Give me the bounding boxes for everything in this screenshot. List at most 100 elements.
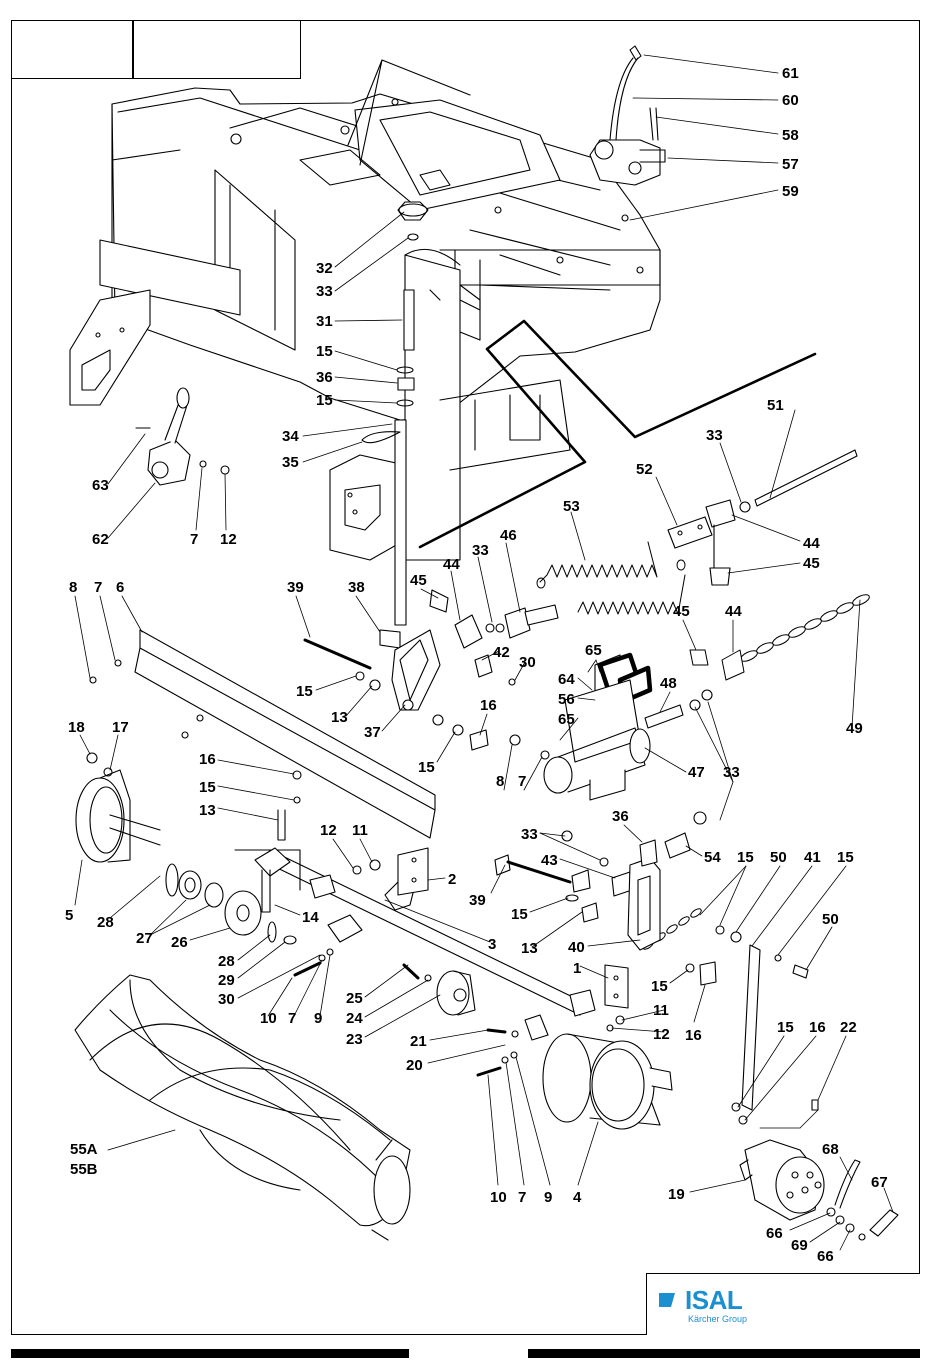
part-label: 19 (668, 1186, 685, 1203)
part-label: 50 (770, 849, 787, 866)
part-label: 51 (767, 397, 784, 414)
part-label: 12 (653, 1026, 670, 1043)
part-label: 64 (558, 671, 575, 688)
part-label: 6 (116, 579, 125, 596)
part-label: 54 (704, 849, 721, 866)
part-label: 15 (199, 779, 216, 796)
part-label: 7 (518, 1189, 527, 1206)
part-label: 15 (296, 683, 313, 700)
part-label: 15 (651, 978, 668, 995)
part-label: 26 (171, 934, 188, 951)
part-label: 15 (777, 1019, 794, 1036)
part-label: 65 (558, 711, 575, 728)
part-label: 17 (112, 719, 129, 736)
part-label: 40 (568, 939, 585, 956)
part-label: 36 (612, 808, 629, 825)
part-label: 4 (573, 1189, 582, 1206)
isal-logo: ISAL Kärcher Group (646, 1273, 920, 1335)
part-label: 16 (685, 1027, 702, 1044)
chain-49 (642, 594, 870, 950)
housing-5 (75, 752, 297, 945)
part-label: 23 (346, 1031, 363, 1048)
part-label: 56 (558, 691, 575, 708)
vertical-rod (361, 289, 415, 649)
part-label: 13 (521, 940, 538, 957)
part-label: 12 (320, 822, 337, 839)
drum-4 (542, 1033, 673, 1130)
part-label: 14 (302, 909, 319, 926)
part-label: 37 (364, 724, 381, 741)
part-label: 8 (69, 579, 78, 596)
part-label: 11 (352, 822, 368, 839)
part-label: 7 (94, 579, 103, 596)
part-label: 58 (782, 127, 799, 144)
footer-bar-right (528, 1349, 920, 1358)
leader-lines (74, 54, 894, 1251)
part-label: 9 (314, 1010, 323, 1027)
motor-19 (739, 1099, 899, 1241)
part-label: 8 (496, 773, 505, 790)
part-label: 7 (518, 773, 527, 790)
part-label: 18 (68, 719, 85, 736)
part-label: 28 (97, 914, 114, 931)
linkage-middle (429, 589, 559, 686)
part-label: 60 (782, 92, 799, 109)
bolts-middle (494, 811, 809, 1125)
part-label: 7 (190, 531, 199, 548)
bracket-6 (89, 629, 436, 839)
part-label: 20 (406, 1057, 423, 1074)
logo-brand: ISAL (685, 1285, 743, 1315)
part-label: 43 (541, 852, 558, 869)
part-label: 65 (585, 642, 602, 659)
part-label: 38 (348, 579, 365, 596)
part-label: 55A (70, 1141, 98, 1158)
part-label: 25 (346, 990, 363, 1007)
part-label: 39 (287, 579, 304, 596)
part-label: 3 (488, 936, 497, 953)
linkage-right (667, 449, 858, 586)
part-label: 11 (653, 1002, 669, 1019)
part-label: 15 (511, 906, 528, 923)
part-label: 55B (70, 1161, 98, 1178)
part-label: 47 (688, 764, 705, 781)
part-label: 39 (469, 892, 486, 909)
part-label: 12 (220, 531, 237, 548)
part-label: 16 (809, 1019, 826, 1036)
part-label: 15 (418, 759, 435, 776)
springs-53 (536, 541, 686, 615)
hydraulic-block (509, 652, 713, 801)
part-label: 22 (840, 1019, 857, 1036)
part-label: 66 (817, 1248, 834, 1265)
part-label: 45 (410, 572, 427, 589)
part-label: 15 (316, 392, 333, 409)
part-label: 49 (846, 720, 863, 737)
auger-55 (74, 974, 411, 1241)
part-label: 13 (331, 709, 348, 726)
part-label: 52 (636, 461, 653, 478)
part-label: 15 (737, 849, 754, 866)
part-label: 10 (490, 1189, 507, 1206)
part-label: 48 (660, 675, 677, 692)
part-label: 21 (410, 1033, 427, 1050)
part-label: 13 (199, 802, 216, 819)
part-label: 42 (493, 644, 510, 661)
flange-23 (293, 948, 476, 1016)
part-label: 33 (316, 283, 333, 300)
part-label: 44 (443, 556, 460, 573)
title-block (11, 20, 301, 79)
part-label: 50 (822, 911, 839, 928)
part-label: 45 (803, 555, 820, 572)
part-label: 68 (822, 1141, 839, 1158)
part-label: 24 (346, 1010, 363, 1027)
part-label: 30 (519, 654, 536, 671)
part-label: 46 (500, 527, 517, 544)
part-label: 10 (260, 1010, 277, 1027)
part-label: 61 (782, 65, 799, 82)
part-label: 44 (725, 603, 742, 620)
part-label: 33 (521, 826, 538, 843)
part-label: 44 (803, 535, 820, 552)
chassis-frame (69, 87, 661, 561)
isal-logo-icon (659, 1293, 675, 1307)
part-label: 67 (871, 1174, 888, 1191)
part-label: 33 (706, 427, 723, 444)
